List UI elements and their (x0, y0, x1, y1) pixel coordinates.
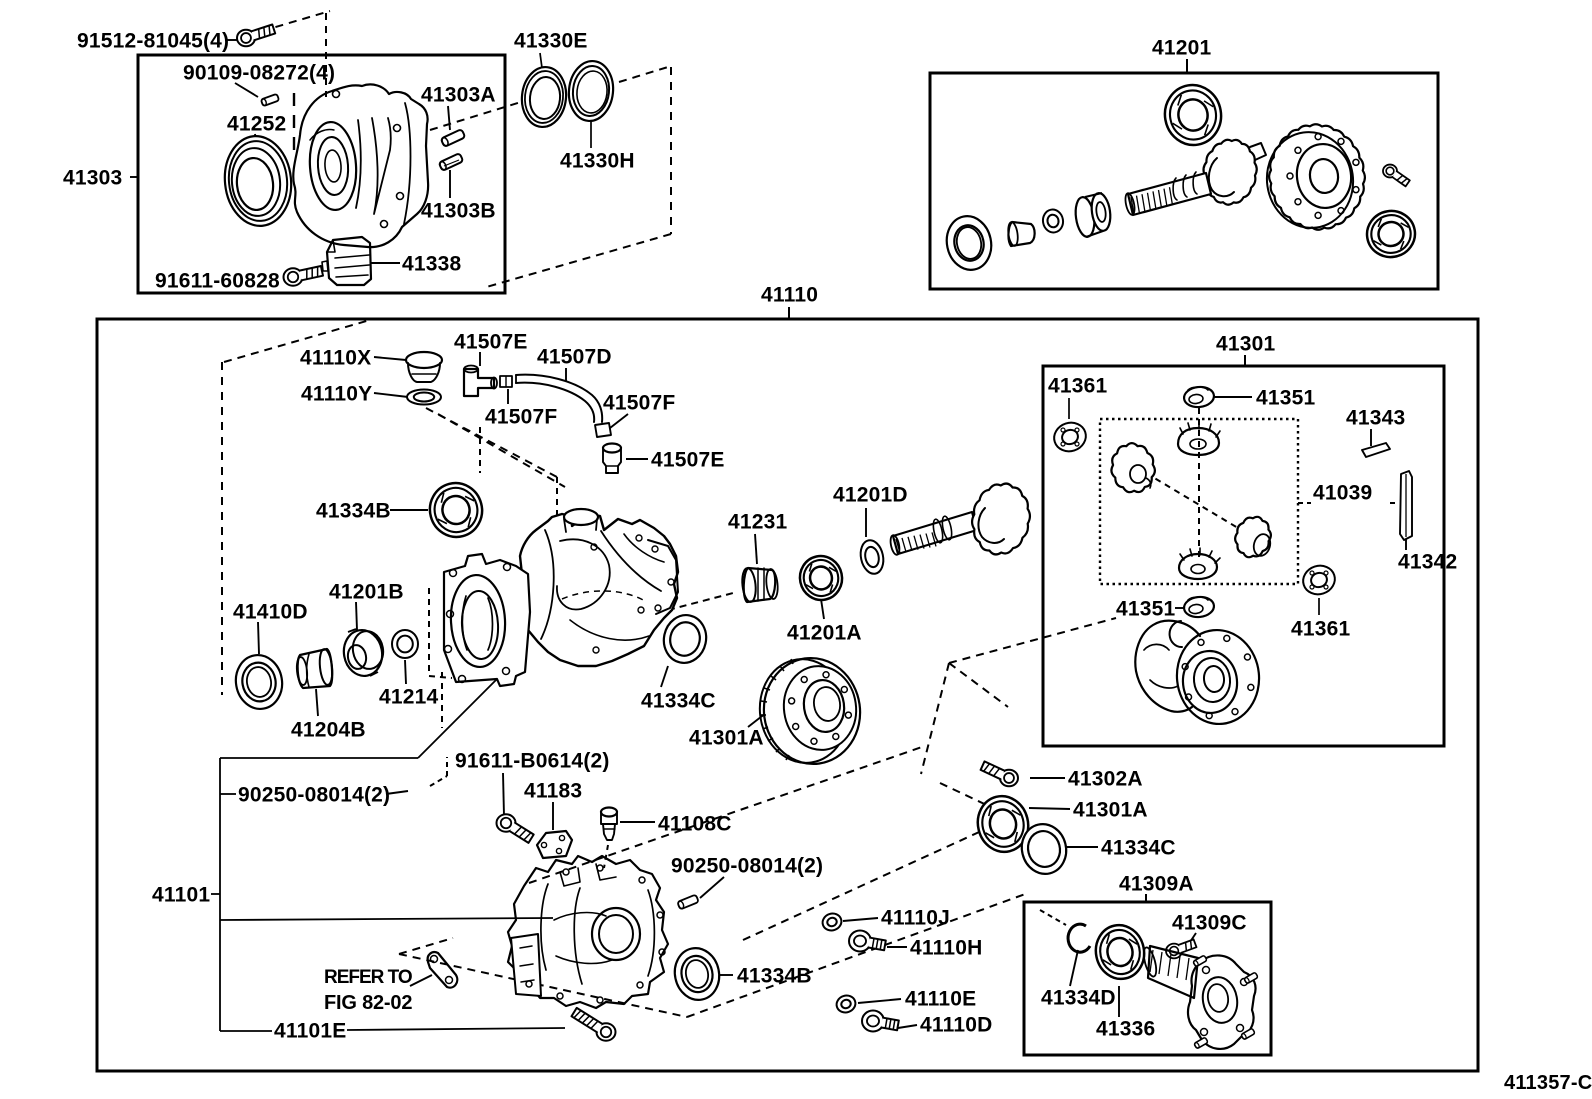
svg-text:41507E: 41507E (651, 449, 725, 472)
svg-text:90109-08272(4): 90109-08272(4) (183, 62, 335, 85)
svg-text:41110E: 41110E (905, 988, 976, 1011)
svg-text:41110H: 41110H (910, 937, 982, 960)
svg-text:41110Y: 41110Y (301, 383, 372, 406)
svg-text:41201A: 41201A (787, 622, 862, 645)
svg-text:41507E: 41507E (454, 331, 528, 354)
svg-text:41507F: 41507F (603, 392, 675, 415)
svg-text:41303A: 41303A (421, 84, 496, 107)
svg-text:41231: 41231 (728, 511, 788, 534)
svg-text:90250-08014(2): 90250-08014(2) (238, 784, 390, 807)
svg-text:FIG 82-02: FIG 82-02 (324, 992, 412, 1014)
svg-text:41334C: 41334C (641, 690, 716, 713)
svg-text:41301A: 41301A (1073, 799, 1148, 822)
svg-text:41201B: 41201B (329, 581, 404, 604)
svg-text:41201D: 41201D (833, 484, 908, 507)
svg-text:41110J: 41110J (881, 907, 950, 930)
svg-text:41334C: 41334C (1101, 837, 1176, 860)
svg-text:41110X: 41110X (300, 347, 371, 370)
svg-text:41303: 41303 (63, 167, 122, 190)
svg-text:REFER TO: REFER TO (324, 967, 412, 988)
svg-text:41334B: 41334B (316, 500, 391, 523)
svg-text:41330E: 41330E (514, 30, 588, 53)
svg-text:91611-B0614(2): 91611-B0614(2) (455, 750, 610, 773)
svg-text:411357-C: 411357-C (1504, 1072, 1592, 1094)
svg-text:41204B: 41204B (291, 719, 366, 742)
svg-text:41410D: 41410D (233, 601, 308, 624)
svg-text:41303B: 41303B (421, 200, 496, 223)
svg-text:41101E: 41101E (274, 1020, 346, 1043)
svg-text:41361: 41361 (1291, 618, 1351, 641)
svg-text:41361: 41361 (1048, 375, 1108, 398)
svg-text:41351: 41351 (1116, 598, 1176, 621)
svg-text:41309C: 41309C (1172, 912, 1247, 935)
svg-text:41101: 41101 (152, 884, 210, 907)
svg-text:41342: 41342 (1398, 551, 1457, 574)
svg-text:41302A: 41302A (1068, 768, 1143, 791)
svg-text:41301: 41301 (1216, 333, 1276, 356)
svg-text:41351: 41351 (1256, 387, 1316, 410)
svg-text:41334B: 41334B (737, 965, 812, 988)
svg-text:41252: 41252 (227, 113, 286, 136)
svg-text:41039: 41039 (1313, 482, 1372, 505)
svg-text:41343: 41343 (1346, 407, 1405, 430)
svg-text:90250-08014(2): 90250-08014(2) (671, 855, 823, 878)
svg-text:41330H: 41330H (560, 150, 635, 173)
svg-text:41110: 41110 (761, 284, 818, 307)
svg-text:91611-60828: 91611-60828 (155, 270, 280, 293)
svg-text:41301A: 41301A (689, 727, 764, 750)
svg-text:41336: 41336 (1096, 1018, 1155, 1041)
svg-text:41334D: 41334D (1041, 987, 1116, 1010)
svg-text:41183: 41183 (524, 780, 582, 803)
svg-text:41214: 41214 (379, 686, 439, 709)
svg-text:41507D: 41507D (537, 346, 612, 369)
svg-text:41507F: 41507F (485, 406, 557, 429)
svg-text:91512-81045(4): 91512-81045(4) (77, 30, 229, 53)
svg-text:41309A: 41309A (1119, 873, 1194, 896)
svg-text:41108C: 41108C (658, 813, 732, 836)
svg-text:41201: 41201 (1152, 37, 1212, 60)
svg-text:41338: 41338 (402, 253, 462, 276)
svg-text:41110D: 41110D (920, 1014, 992, 1037)
